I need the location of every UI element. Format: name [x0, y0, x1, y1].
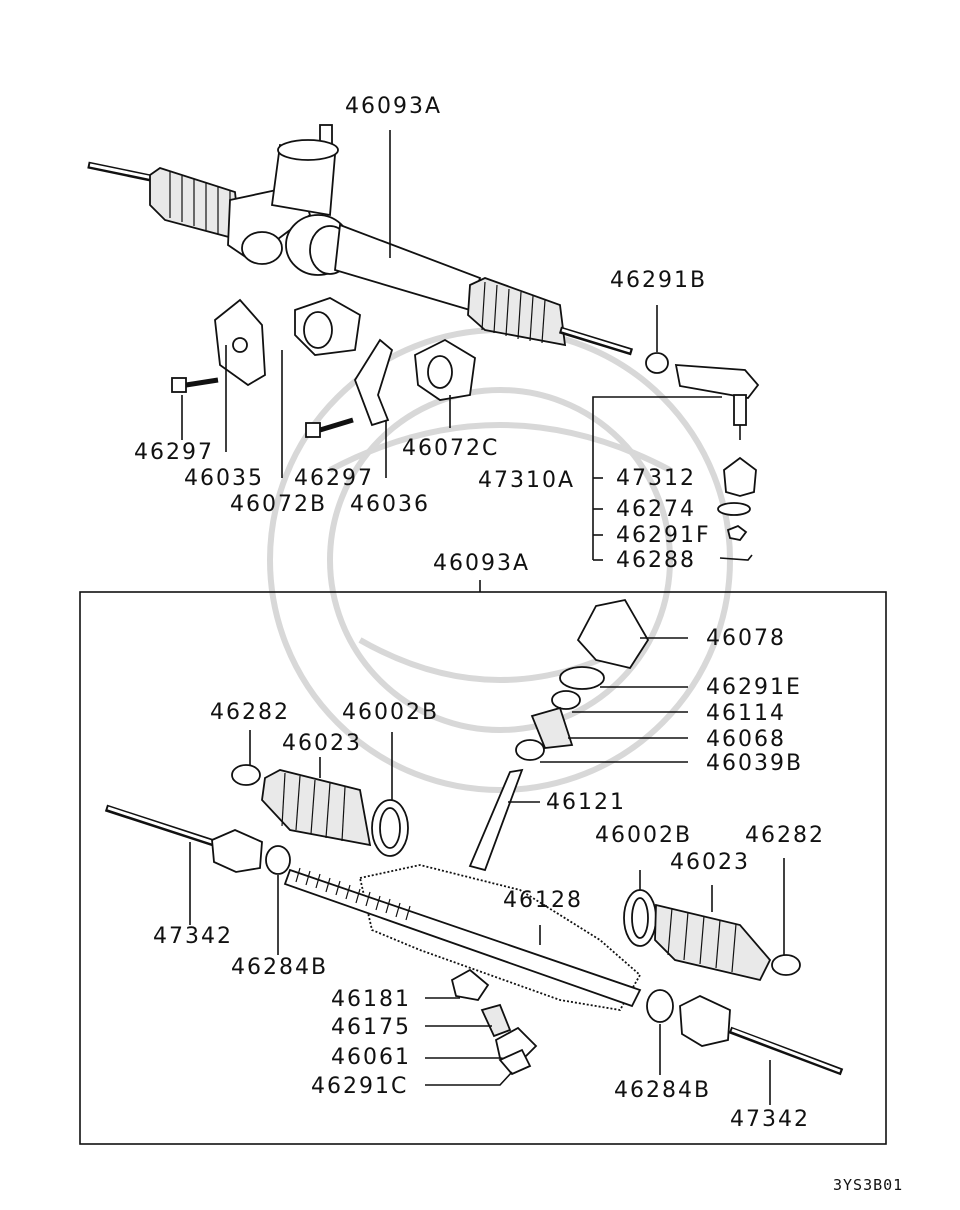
label-kit-part-3: 46291F: [616, 523, 711, 548]
label-yoke-part-4: 46291C: [311, 1074, 409, 1099]
label-kit-part-1: 47312: [616, 466, 696, 491]
tie-rod-end-kit: [592, 396, 757, 561]
yoke-parts: [425, 968, 538, 1086]
label-left-washer: 46284B: [231, 955, 329, 980]
label-bolt-right: 46297: [294, 466, 374, 491]
label-pinion-part-1: 46078: [706, 626, 786, 651]
label-pinion-part-6: 46121: [546, 790, 626, 815]
label-bolt-left: 46297: [134, 440, 214, 465]
rack-and-tie-rods: [104, 804, 844, 1105]
label-right-washer: 46284B: [614, 1078, 712, 1103]
label-bracket-left: 46035: [184, 466, 264, 491]
mounting-brackets: [171, 297, 476, 478]
label-tie-rod-end-kit: 47310A: [478, 468, 576, 493]
upper-gear-assembly: [87, 124, 760, 440]
detail-box-frame: [79, 591, 887, 1145]
label-pinion-part-5: 46039B: [706, 751, 804, 776]
label-left-clamp: 46282: [210, 700, 290, 725]
label-pinion-part-4: 46068: [706, 727, 786, 752]
right-boot-group: [623, 858, 801, 982]
label-tie-rod-end: 46291B: [610, 268, 708, 293]
label-bracket-right: 46036: [350, 492, 430, 517]
label-left-boot: 46023: [282, 731, 362, 756]
label-yoke-part-1: 46181: [331, 987, 411, 1012]
label-yoke-part-2: 46175: [331, 1015, 411, 1040]
label-yoke-part-3: 46061: [331, 1045, 411, 1070]
label-left-band: 46002B: [342, 700, 440, 725]
label-rack: 46128: [503, 888, 583, 913]
label-assembly-detail: 46093A: [433, 551, 531, 576]
label-assembly-upper: 46093A: [345, 94, 443, 119]
label-bushing-left: 46072B: [230, 492, 328, 517]
label-right-tie-rod: 47342: [730, 1107, 810, 1132]
label-right-band: 46002B: [595, 823, 693, 848]
label-pinion-part-2: 46291E: [706, 675, 802, 700]
label-left-tie-rod: 47342: [153, 924, 233, 949]
left-boot-group: [231, 730, 409, 857]
diagram-code: 3YS3B01: [833, 1176, 904, 1194]
label-right-boot: 46023: [670, 850, 750, 875]
label-kit-part-4: 46288: [616, 548, 696, 573]
pinion-parts: [468, 598, 688, 872]
label-pinion-part-3: 46114: [706, 701, 786, 726]
label-right-clamp: 46282: [745, 823, 825, 848]
label-bushing-right: 46072C: [402, 436, 500, 461]
label-kit-part-2: 46274: [616, 497, 696, 522]
